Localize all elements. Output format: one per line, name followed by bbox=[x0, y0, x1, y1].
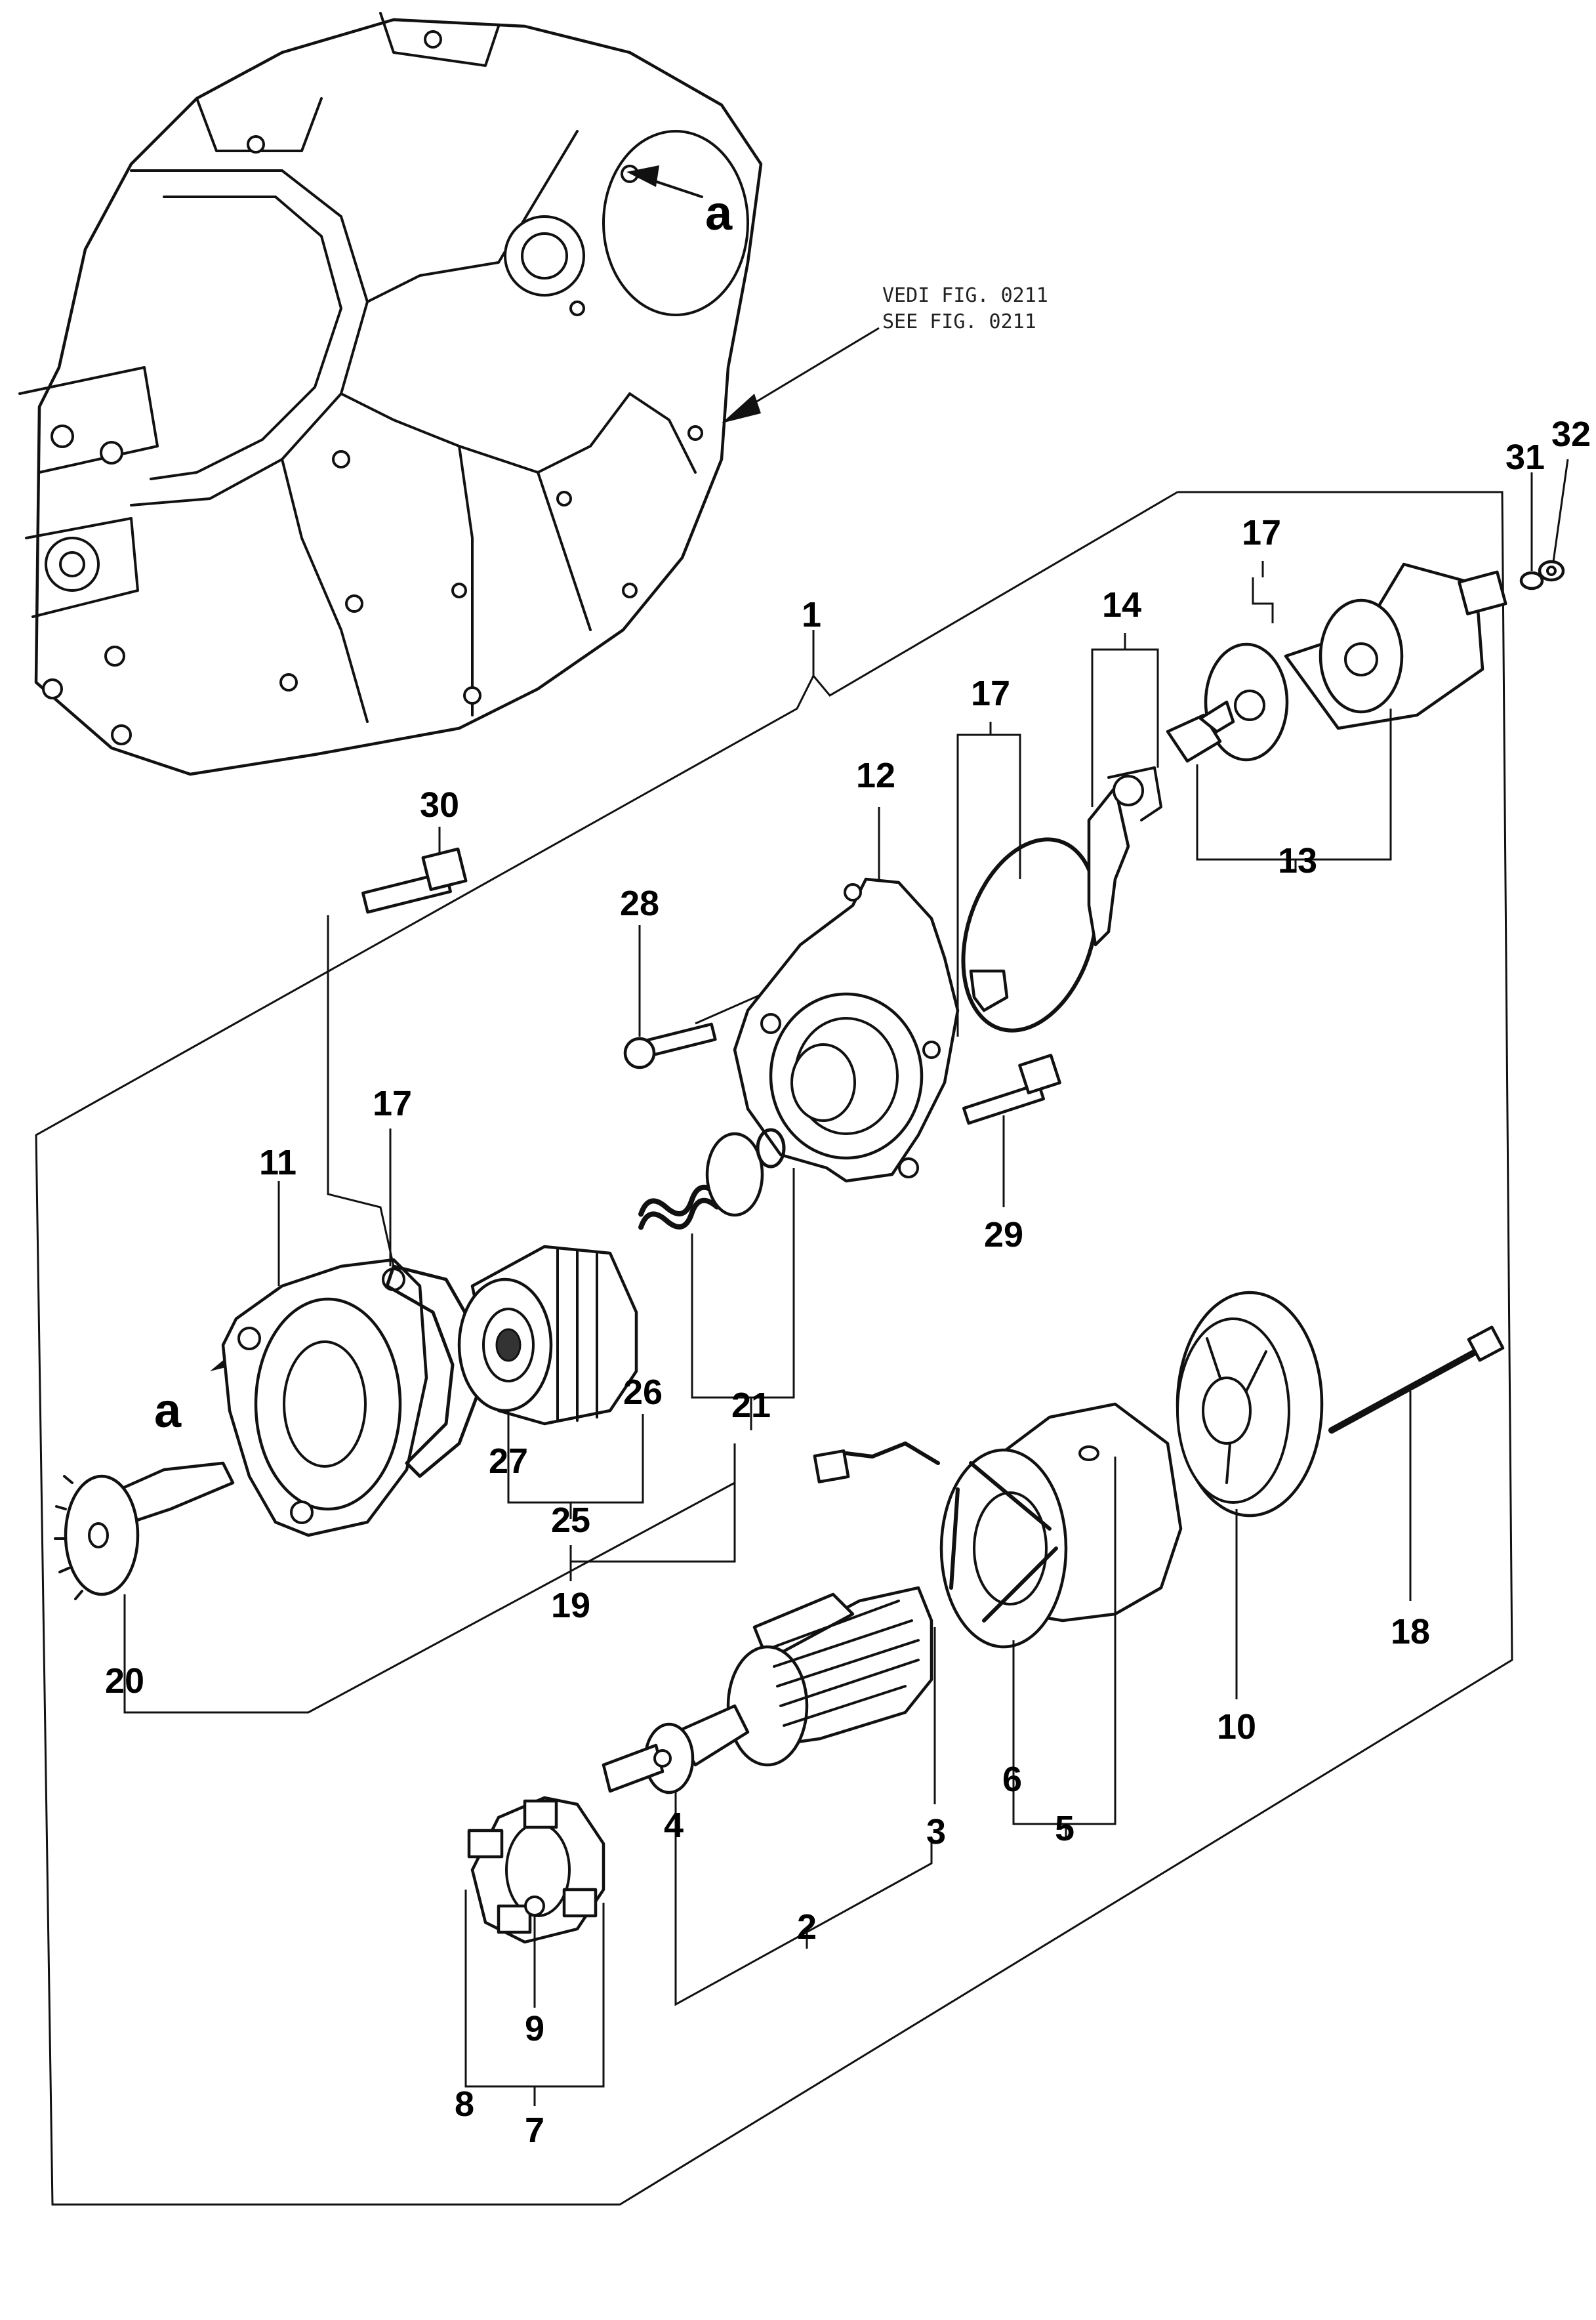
callout-12: 12 bbox=[856, 756, 895, 795]
callout-17-solenoid: 17 bbox=[1242, 513, 1281, 552]
callout-18: 18 bbox=[1391, 1612, 1430, 1651]
callout-28: 28 bbox=[620, 884, 659, 923]
part-2-armature bbox=[602, 1586, 933, 1794]
callout-11: 11 bbox=[259, 1143, 297, 1182]
callout-10: 10 bbox=[1217, 1707, 1256, 1747]
flywheel-housing bbox=[18, 12, 763, 776]
callout-6: 6 bbox=[1002, 1760, 1022, 1799]
letter-a-top: a bbox=[705, 186, 733, 240]
callout-25: 25 bbox=[551, 1501, 590, 1540]
part-21-stop-collar bbox=[705, 1132, 764, 1217]
part-26-spring bbox=[638, 1184, 720, 1230]
callout-30: 30 bbox=[420, 785, 459, 825]
callout-4: 4 bbox=[664, 1806, 684, 1845]
part-13-magnetic-switch bbox=[1166, 562, 1507, 763]
callout-17-ring: 17 bbox=[971, 674, 1010, 713]
callout-7: 7 bbox=[525, 2111, 544, 2150]
figure-ref-line2: SEE FIG. 0211 bbox=[882, 310, 1036, 333]
part-11-front-housing bbox=[221, 1258, 428, 1537]
part-5-yoke bbox=[813, 1402, 1183, 1649]
letter-a-left: a bbox=[154, 1383, 182, 1438]
callout-21: 21 bbox=[731, 1386, 771, 1425]
callout-8: 8 bbox=[455, 2084, 474, 2124]
callout-29: 29 bbox=[984, 1215, 1023, 1254]
part-17-seal-ring bbox=[961, 837, 1099, 1033]
callout-20: 20 bbox=[105, 1661, 144, 1701]
part-31-32-nut-washer bbox=[1519, 560, 1565, 590]
part-20-pinion bbox=[54, 1461, 235, 1600]
part-21-snap-ring bbox=[756, 1128, 786, 1169]
callout-1: 1 bbox=[802, 595, 821, 634]
assembly-boundary bbox=[35, 491, 1513, 2206]
callout-26: 26 bbox=[623, 1373, 663, 1412]
callout-32: 32 bbox=[1551, 415, 1591, 454]
callout-31: 31 bbox=[1505, 438, 1545, 477]
callout-9: 9 bbox=[525, 2009, 544, 2048]
part-12-drive-housing bbox=[733, 877, 960, 1183]
leader-lines bbox=[123, 459, 1569, 2106]
part-14-shift-lever bbox=[1087, 766, 1162, 947]
callout-5: 5 bbox=[1055, 1809, 1074, 1848]
figure-ref-line1: VEDI FIG. 0211 bbox=[882, 284, 1048, 307]
callout-17-gasket: 17 bbox=[373, 1084, 412, 1123]
callout-2: 2 bbox=[797, 1907, 817, 1947]
callout-14: 14 bbox=[1102, 585, 1141, 625]
part-10-rear-cover bbox=[1176, 1291, 1324, 1518]
part-29-bolt bbox=[962, 1054, 1061, 1125]
callout-labels: 1 2 3 4 5 6 7 8 9 10 11 12 13 14 17 17 1… bbox=[105, 415, 1591, 2150]
part-30-bolt bbox=[361, 847, 468, 914]
callout-3: 3 bbox=[926, 1812, 946, 1852]
callout-13: 13 bbox=[1278, 841, 1317, 880]
part-18-through-bolt bbox=[1328, 1325, 1505, 1434]
part-25-overrunning-clutch bbox=[457, 1245, 638, 1426]
part-7-brush-holder bbox=[467, 1796, 605, 1944]
callout-27: 27 bbox=[489, 1441, 528, 1481]
callout-19: 19 bbox=[551, 1586, 590, 1625]
